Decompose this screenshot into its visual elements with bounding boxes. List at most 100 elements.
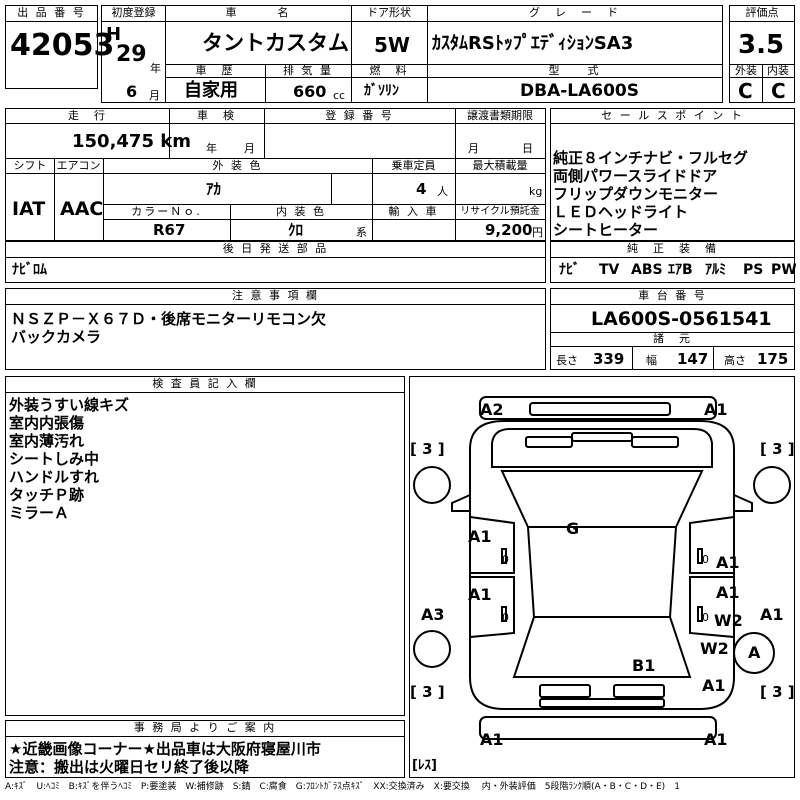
mark-zero: 0 (502, 611, 509, 624)
inspector-lines: 外装うすい線キズ 室内内張傷 室内薄汚れ シートしみ中 ハンドルすれ タッチＰ跡… (9, 396, 129, 522)
wheel-front-left (413, 466, 451, 504)
vehicle-header: 初度登録 H 29 年 6 月 車 名 タントカスタム 車 歴 自家用 排 気 … (101, 5, 723, 103)
equip-airbag: ｴｱB (668, 262, 693, 278)
front-bumper-inner (529, 402, 671, 416)
inspector-box: 検 査 員 記 入 欄 外装うすい線キズ 室内内張傷 室内薄汚れ シートしみ中 … (5, 376, 405, 716)
note-line: バックカメラ (11, 328, 102, 346)
sales-box: セ ー ル ス ポ イ ン ト 純正８インチナビ・フルセグ 両側パワースライドド… (550, 108, 795, 241)
car-name: タントカスタム (202, 31, 349, 55)
length-label: 長さ (556, 354, 578, 367)
mark-zero: 0 (502, 553, 509, 566)
mark-a1-rear-bumper-left: A1 (480, 730, 504, 749)
dims-label: 諸 元 (653, 332, 692, 345)
inspector-line: ミラーＡ (9, 504, 70, 522)
later-label: 後 日 発 送 部 品 (222, 242, 329, 255)
reg-no-label: 登 録 番 号 (325, 109, 394, 122)
office-line: ★近畿画像コーナー★出品車は大阪府寝屋川市 (9, 740, 321, 758)
ac-label: エアコン (56, 159, 101, 172)
model-label: 型 式 (548, 64, 601, 77)
year-unit: 年 (150, 62, 161, 75)
transfer-label: 譲渡書類期限 (467, 109, 533, 122)
inspector-label: 検 査 員 記 入 欄 (152, 377, 258, 390)
door: 5W (374, 33, 410, 57)
inspector-line: タッチＰ跡 (9, 486, 85, 504)
color-label: 外 装 色 (212, 159, 263, 172)
mark-a1-right-front-door: A1 (716, 553, 740, 572)
office-lines: ★近畿画像コーナー★出品車は大阪府寝屋川市 注意：搬出は火曜日セリ終了後以降 (9, 740, 321, 776)
color-no-label: カラーＮｏ. (131, 205, 202, 218)
rear-bumper (479, 716, 717, 740)
reg-month: 6 (126, 82, 138, 101)
sales-point: シートヒーター (553, 221, 659, 239)
capacity-unit: 人 (437, 185, 448, 198)
first-reg-label: 初度登録 (111, 6, 156, 19)
legend: A:ｷｽﾞ U:ﾍｺﾐ B:ｷｽﾞを伴うﾍｺﾐ P:要塗装 W:補修跡 S:錆 … (5, 782, 680, 792)
fuel-label: 燃 料 (369, 64, 409, 77)
equip-alloy: ｱﾙﾐ (705, 262, 726, 278)
mark-a2-front-left: A2 (480, 400, 504, 419)
mark-a1-right-rear: A1 (760, 605, 784, 624)
mark-a1-left-front-door: A1 (468, 527, 492, 546)
mark-a1-rear-bumper-right: A1 (704, 730, 728, 749)
chassis-box: 車 台 番 号 LA600S-0561541 諸 元 長さ 339 幅 147 … (550, 288, 795, 370)
car-diagram (413, 396, 791, 740)
inspection-label: 車 検 (197, 109, 236, 122)
recycle-unit: 円 (532, 226, 543, 239)
mark-zero: 0 (702, 553, 709, 566)
height: 175 (757, 350, 789, 368)
mark-a1-rear-right: A1 (702, 676, 726, 695)
note-line: ＮＳＺＰ－Ｘ６７Ｄ・後席モニターリモコン欠 (11, 310, 327, 328)
lot-number: 42053 (10, 28, 115, 63)
import-label: 輸 入 車 (388, 205, 439, 218)
mark-a1-front-right: A1 (704, 400, 728, 419)
history-label: 車 歴 (195, 64, 235, 77)
wheel-rear-right (733, 632, 775, 674)
inspector-line: 室内薄汚れ (9, 432, 85, 450)
reg-year: 29 (116, 42, 147, 67)
recycle-label: リサイクル預託金 (460, 206, 540, 217)
later-parts: ﾅﾋﾞﾛﾑ (12, 262, 47, 278)
car-diagram-box: A2 A1 [ 3 ] [ 3 ] G A1 A1 A1 A1 A3 W2 A1… (409, 376, 795, 778)
load-label: 最大積載量 (472, 159, 528, 172)
grade: ｶｽﾀﾑRSﾄｯﾌﾟｴﾃﾞｨｼｮﾝSA3 (432, 33, 634, 54)
left-front-door (469, 515, 515, 574)
score-label: 評価点 (745, 6, 779, 19)
history: 自家用 (184, 80, 238, 101)
mark-3-lower-left: [ 3 ] (410, 683, 445, 701)
width-label: 幅 (646, 354, 657, 367)
ac: AAC (60, 198, 104, 220)
equipment-box: 純 正 装 備 ﾅﾋﾞ TV ABS ｴｱB ｱﾙﾐ PS PW (550, 241, 797, 283)
mark-zero: 0 (702, 611, 709, 624)
equip-tv: TV (599, 262, 620, 278)
int-color-unit: 系 (356, 226, 367, 239)
lot-label: 出 品 番 号 (17, 6, 86, 19)
mileage-label: 走 行 (68, 109, 107, 122)
office-label: 事 務 局 よ り ご 案 内 (133, 721, 277, 734)
inspection-month-unit: 月 (244, 142, 255, 155)
mark-a3-left-rear: A3 (421, 605, 445, 624)
height-label: 高さ (724, 354, 746, 367)
ext-grade: C (738, 79, 753, 103)
shift-label: シフト (13, 159, 47, 172)
inspector-line: 外装うすい線キズ (9, 396, 130, 414)
chassis-label: 車 台 番 号 (638, 289, 707, 302)
score: 3.5 (738, 30, 785, 60)
width: 147 (677, 350, 709, 368)
notes-lines: ＮＳＺＰ－Ｘ６７Ｄ・後席モニターリモコン欠 バックカメラ (11, 310, 326, 346)
equip-navi: ﾅﾋﾞ (559, 262, 580, 278)
chassis-number: LA600S-0561541 (591, 308, 772, 330)
right-rear-door (689, 576, 735, 639)
capacity-label: 乗車定員 (391, 159, 436, 172)
notes-label: 注 意 事 項 欄 (232, 289, 319, 302)
ext-label: 外装 (735, 64, 757, 77)
equip-abs: ABS (631, 262, 663, 278)
mark-a-rear-right-wheel: A (748, 643, 761, 662)
car-name-label: 車 名 (225, 6, 291, 19)
mark-g-windshield: G (566, 519, 580, 538)
lot-box: 出 品 番 号 42053 (5, 5, 114, 89)
car-body (469, 420, 735, 710)
displacement: 660 (293, 82, 327, 101)
equipment-label: 純 正 装 備 (627, 242, 718, 255)
mileage: 150,475 km (72, 131, 191, 152)
recycle: 9,200 (485, 221, 533, 239)
